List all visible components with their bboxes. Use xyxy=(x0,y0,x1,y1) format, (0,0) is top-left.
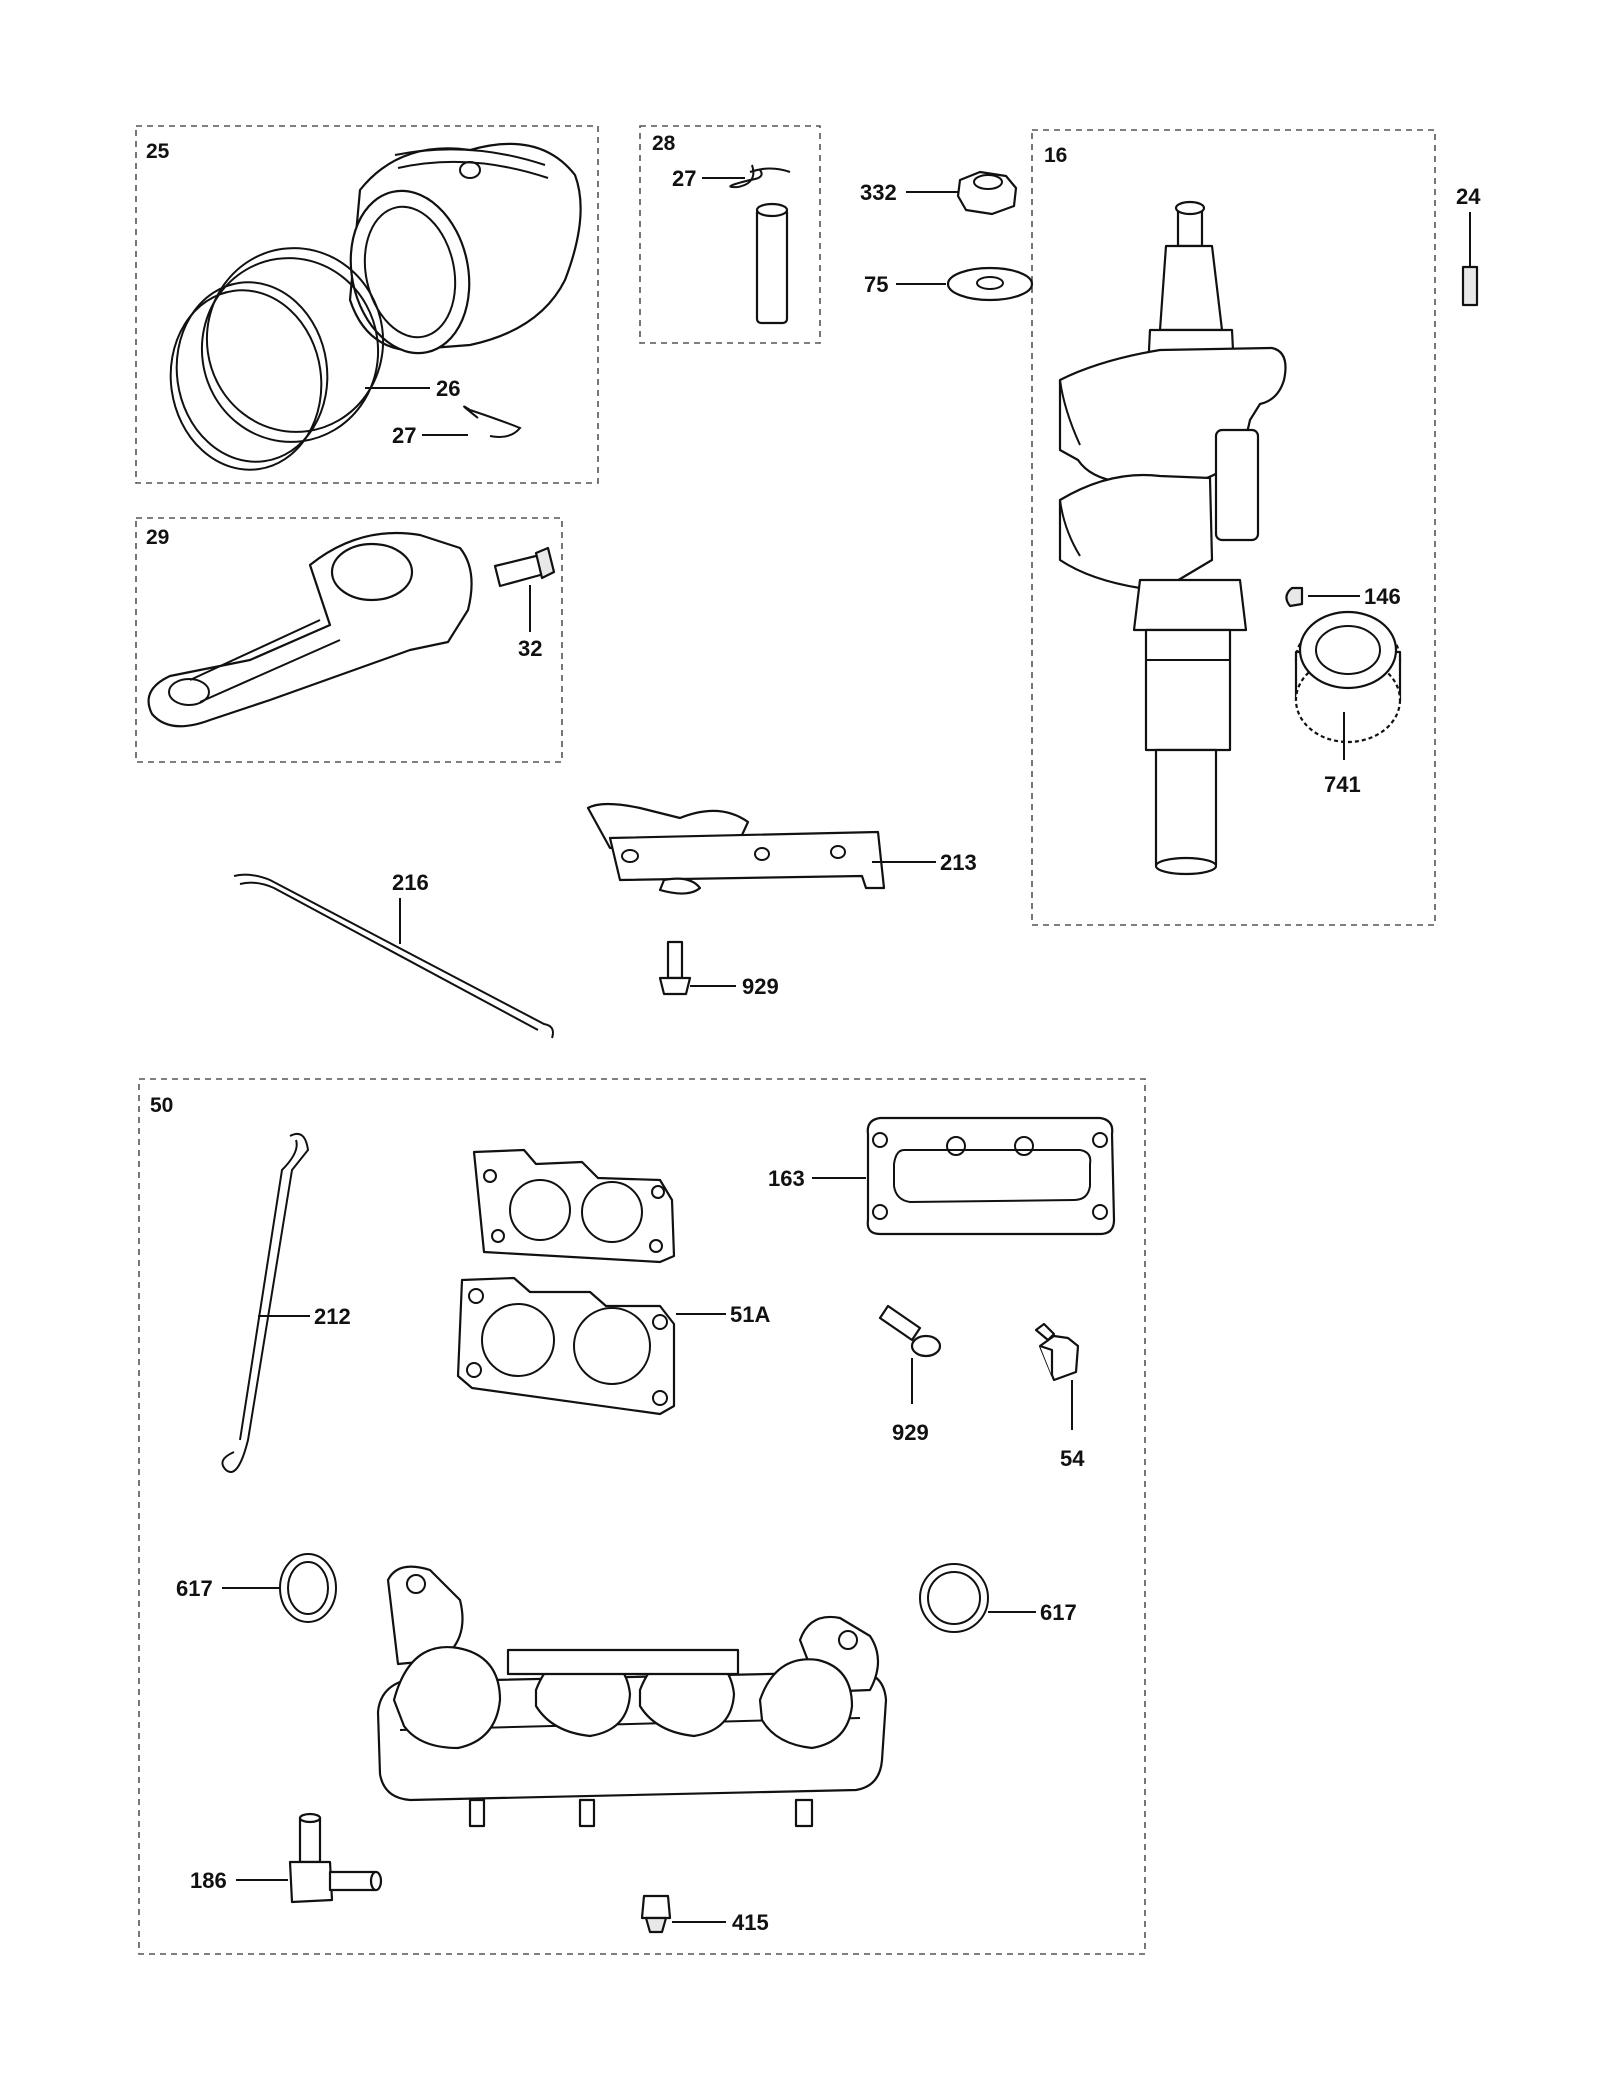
label-75: 75 xyxy=(864,272,888,297)
plug-415-drawing xyxy=(640,1894,672,1934)
screw-929-lower-drawing xyxy=(878,1304,942,1358)
label-617b: 617 xyxy=(1040,1600,1077,1625)
intake-gasket-51a-drawing xyxy=(456,1276,676,1416)
governor-bracket-drawing xyxy=(586,802,886,895)
group-label-25: 25 xyxy=(146,140,170,163)
label-27a: 27 xyxy=(672,166,696,191)
label-27b: 27 xyxy=(392,423,416,448)
crankshaft-gear-drawing xyxy=(1294,610,1402,744)
label-617a: 617 xyxy=(176,1576,213,1601)
choke-link-drawing xyxy=(221,1132,310,1473)
group-box-29 xyxy=(135,517,563,763)
group-box-25 xyxy=(135,125,599,484)
group-label-16: 16 xyxy=(1044,144,1067,167)
group-label-28: 28 xyxy=(652,132,676,155)
label-741: 741 xyxy=(1324,772,1361,797)
piston-pin-clip-drawing xyxy=(463,405,522,438)
elbow-fitting-186-drawing xyxy=(288,1812,383,1904)
screw-929-upper-drawing xyxy=(658,940,692,996)
label-24: 24 xyxy=(1456,184,1481,209)
group-box-50 xyxy=(138,1078,1146,1955)
group-box-16 xyxy=(1031,129,1436,926)
label-32: 32 xyxy=(518,636,542,661)
gasket-plate-163-drawing xyxy=(866,1116,1116,1236)
bolt-54-drawing xyxy=(1034,1322,1080,1382)
label-332: 332 xyxy=(860,180,897,205)
group-label-50: 50 xyxy=(150,1094,173,1117)
group-label-29: 29 xyxy=(146,526,169,549)
o-ring-617-left-drawing xyxy=(279,1553,337,1623)
label-54: 54 xyxy=(1060,1446,1085,1471)
label-146: 146 xyxy=(1364,584,1401,609)
crankshaft-drawing xyxy=(1058,200,1287,876)
group-box-28 xyxy=(639,125,821,344)
woodruff-key-drawing xyxy=(1285,586,1304,608)
label-929b: 929 xyxy=(892,1420,929,1445)
label-51a: 51A xyxy=(730,1302,770,1327)
label-186: 186 xyxy=(190,1868,227,1893)
intake-gasket-upper-drawing xyxy=(472,1148,676,1264)
rod-bolt-drawing xyxy=(493,546,556,588)
governor-link-drawing xyxy=(233,873,554,1039)
nut-drawing xyxy=(956,170,1018,216)
key-drawing xyxy=(1461,265,1479,307)
label-929a: 929 xyxy=(742,974,779,999)
piston-drawing xyxy=(348,142,582,355)
label-415: 415 xyxy=(732,1910,769,1935)
label-26: 26 xyxy=(436,376,460,401)
piston-rings-drawing xyxy=(169,247,385,471)
label-163: 163 xyxy=(768,1166,805,1191)
pin-clip-drawing xyxy=(729,164,791,189)
o-ring-617-right-drawing xyxy=(919,1563,989,1633)
washer-drawing xyxy=(946,266,1034,302)
label-212: 212 xyxy=(314,1304,351,1329)
label-216: 216 xyxy=(392,870,429,895)
label-213: 213 xyxy=(940,850,977,875)
intake-manifold-drawing xyxy=(376,1565,888,1828)
connecting-rod-drawing xyxy=(147,531,473,728)
piston-pin-drawing xyxy=(755,202,789,325)
